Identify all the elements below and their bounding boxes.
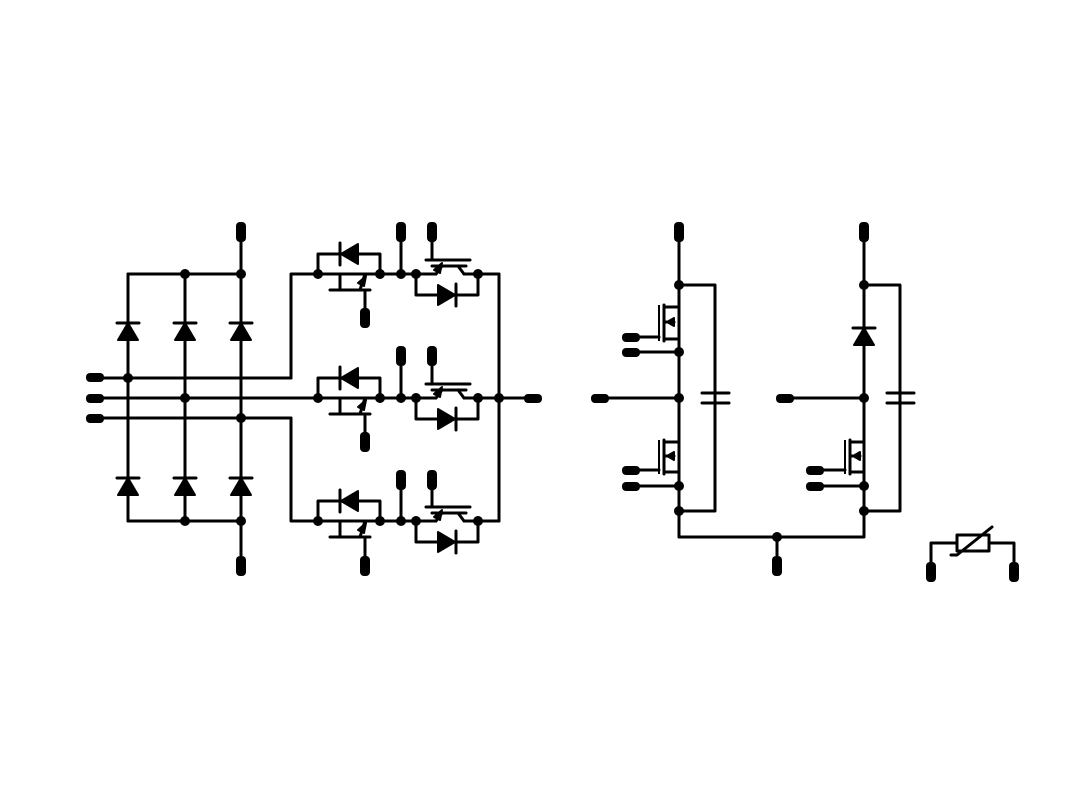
rectifier-bridge bbox=[86, 222, 320, 576]
igbt-row bbox=[313, 222, 501, 328]
terminal-pin bbox=[236, 222, 246, 242]
blocking-diode bbox=[851, 326, 877, 347]
rectifier-diode bbox=[172, 321, 198, 342]
mosfet bbox=[806, 438, 869, 491]
mosfet bbox=[622, 303, 684, 357]
mosfet bbox=[622, 438, 684, 491]
ntc-thermistor bbox=[926, 525, 1019, 582]
terminal-pin bbox=[86, 373, 104, 382]
boost-section bbox=[591, 222, 916, 576]
terminal-pin bbox=[86, 414, 104, 423]
terminal-pin bbox=[524, 394, 542, 403]
rectifier-diode bbox=[172, 476, 198, 497]
rectifier-diode bbox=[115, 321, 141, 342]
rectifier-diode bbox=[228, 321, 254, 342]
igbt-stage bbox=[289, 222, 542, 576]
terminal-pin bbox=[86, 394, 104, 403]
igbt-row bbox=[313, 346, 504, 452]
rectifier-diode bbox=[228, 476, 254, 497]
terminal-pin bbox=[236, 556, 246, 576]
rectifier-diode bbox=[115, 476, 141, 497]
igbt-row bbox=[313, 470, 501, 576]
